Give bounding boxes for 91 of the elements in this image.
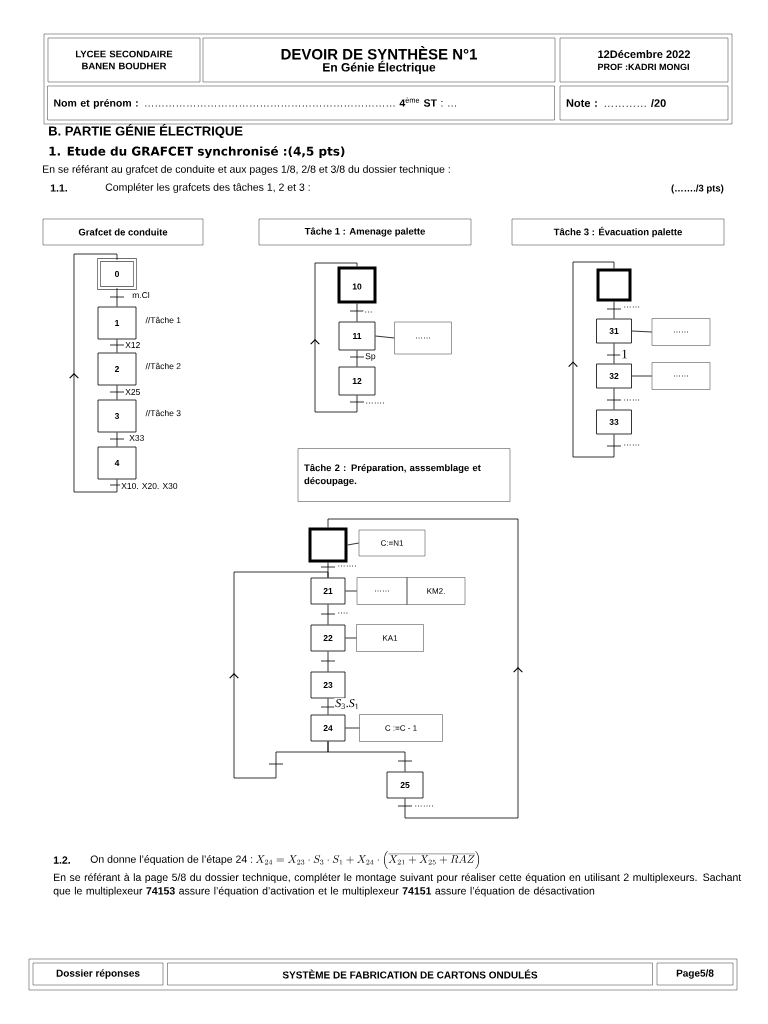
edge-line <box>327 698 329 715</box>
transition-condition: …. <box>336 611 350 615</box>
step-box: 31 <box>596 318 632 344</box>
transition-condition: m.Cl <box>131 290 151 300</box>
edge-line <box>345 727 360 729</box>
question-heading: 1. Etude du GRAFCET synchronisé :(4,5 pts) <box>49 145 345 159</box>
edge-line <box>327 604 329 625</box>
edge-line <box>631 330 653 333</box>
action-box: …… <box>356 577 408 605</box>
instruction-text: On donne l’équation de l’étape 24 : <box>90 855 253 865</box>
title-box: Tâche 3 : Évacuation palette <box>511 218 725 246</box>
step-box: 21 <box>310 577 346 605</box>
transition-condition: X25 <box>124 388 142 396</box>
action-box: …… <box>394 321 452 355</box>
transition-condition: …… <box>622 443 642 447</box>
transition-condition: ……. <box>364 401 386 405</box>
initial-step-box: 0 <box>97 258 137 290</box>
edge-line <box>356 350 358 367</box>
transition-condition: …… <box>622 305 642 309</box>
transition-condition: S$_{3}$.S$_{1}$ <box>334 698 361 710</box>
step-box: 24 <box>310 714 346 742</box>
header-cell: LYCEE SECONDAIRE BANEN BOUDHER <box>47 37 201 83</box>
step-box: 25 <box>386 771 424 799</box>
equation: $X_{24}=X_{23}\cdot S_{3}\cdot S_{1}+X_{24}\cdot\left(\overline{X_{21}+X_{25}+RAZ}\right)$ <box>255 851 480 869</box>
edge-line <box>375 335 395 339</box>
initial-step-box <box>596 268 632 302</box>
edge-line <box>345 590 358 592</box>
initial-step-box <box>308 527 348 563</box>
step-box: 2 <box>97 352 137 386</box>
step-comment: //Tâche 3 <box>145 409 181 417</box>
title-box: Tâche 2 : Préparation, asssemblage et découpage. <box>297 448 511 502</box>
edge-line <box>229 571 329 779</box>
instruction-paragraph: En se référant à la page 5/8 du dossier technique, compléter le montage suivant pour réaliser cette équation en utilisant 2 multiplexeurs. Sachant que le multiplexeur 74153 assure l’équation d’activation et le multiplexeur 74151 assure l’équation de désactivation <box>53 873 742 897</box>
edge-line <box>613 388 615 410</box>
edge-line <box>356 303 358 322</box>
step-comment: //Tâche 1 <box>145 316 181 324</box>
question-number: 1.1. <box>50 184 67 192</box>
instruction-text: Compléter les grafcets des tâches 1, 2 et 3 : <box>105 183 310 193</box>
edge-line <box>345 637 357 639</box>
footer-cell: Page5/8 <box>656 962 734 986</box>
title-box: Tâche 1 : Amenage palette <box>258 218 472 246</box>
step-box: 12 <box>338 366 376 396</box>
action-box: …… <box>651 318 711 346</box>
edge-line <box>116 385 118 400</box>
edge-line <box>568 261 615 458</box>
edge-line <box>116 339 118 353</box>
title-box: Grafcet de conduite <box>42 218 204 246</box>
action-box: KM2. <box>406 577 466 605</box>
question-number: 1.2. <box>53 856 70 864</box>
action-box: C:=N1 <box>358 529 426 557</box>
action-box: C :=C - 1 <box>359 714 443 742</box>
edge-line <box>327 518 523 819</box>
initial-step-box: 10 <box>337 266 377 304</box>
step-comment: //Tâche 2 <box>145 362 181 370</box>
transition-condition: … <box>363 310 374 314</box>
step-box: 1 <box>97 306 137 340</box>
transition-condition: ……. <box>336 564 358 568</box>
transition-condition: X33 <box>128 434 146 442</box>
edge-line <box>347 542 360 546</box>
edge-line <box>116 432 118 447</box>
edge-line <box>327 651 329 672</box>
step-box: 23 <box>310 671 346 699</box>
footer-cell: Dossier réponses <box>32 962 164 986</box>
header-cell: Note : ………… /20 <box>559 85 729 121</box>
header-cell: Nom et prénom : ……………………………………………………………… 4$^{ème}$ ST : … <box>47 85 555 121</box>
edge-line <box>69 253 118 493</box>
step-box: 3 <box>97 399 137 433</box>
header-cell: DEVOIR DE SYNTHÈSE N°1 En Génie Électrique <box>202 37 556 83</box>
action-box: …… <box>651 362 711 390</box>
transition-condition: ……. <box>413 804 435 808</box>
transition-condition: Sp <box>364 352 377 362</box>
edge-line <box>613 343 615 364</box>
edge-line <box>613 301 615 319</box>
header-cell: 12Décembre 2022 PROF :KADRI MONGI <box>559 37 729 83</box>
instruction-text: En se référant au grafcet de conduite et aux pages 1/8, 2/8 et 3/8 du dossier technique : <box>43 165 450 175</box>
step-box: 32 <box>596 363 632 389</box>
edge-line <box>327 741 406 772</box>
step-box: 22 <box>310 624 346 652</box>
edge-line <box>310 262 358 413</box>
step-box: 11 <box>338 321 376 351</box>
step-box: 4 <box>97 446 137 480</box>
transition-condition: X10. X20. X30 <box>120 482 179 490</box>
transition-condition: 1 <box>620 348 629 360</box>
edge-line <box>116 287 118 307</box>
points-text: (……./3 pts) <box>671 184 724 194</box>
footer-cell: SYSTÈME DE FABRICATION DE CARTONS ONDULÉS <box>167 962 653 986</box>
transition-condition: X12 <box>124 341 142 349</box>
edge-line <box>631 375 653 377</box>
step-box: 33 <box>596 409 632 435</box>
transition-condition: …… <box>622 398 642 402</box>
action-box: KA1 <box>356 624 424 652</box>
